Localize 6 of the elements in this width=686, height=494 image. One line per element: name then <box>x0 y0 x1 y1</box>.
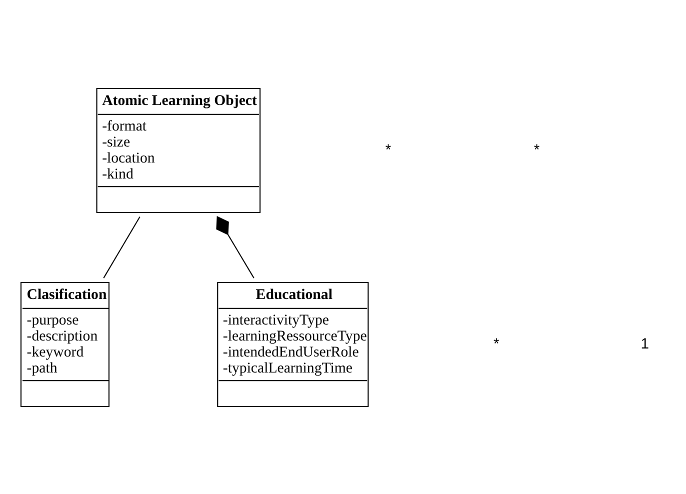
label: * <box>534 142 540 158</box>
connector <box>103 216 140 278</box>
label: * <box>494 336 500 352</box>
label: * <box>385 142 392 158</box>
label: 1 <box>640 336 649 352</box>
connector <box>216 215 254 278</box>
